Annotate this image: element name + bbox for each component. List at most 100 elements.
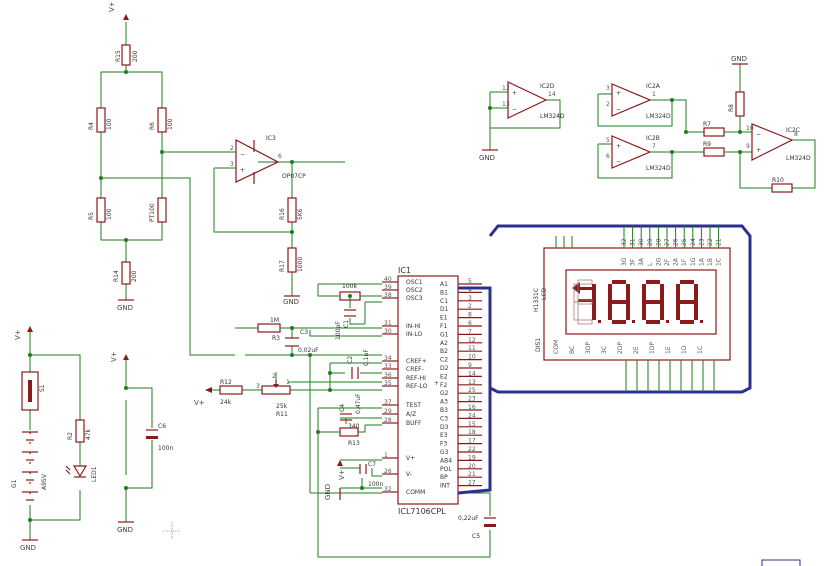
ic1-pin-number: 6: [468, 320, 472, 327]
resistor-r13: R2 47k: [67, 419, 92, 443]
ic1-pin-name: COMM: [406, 489, 425, 496]
svg-text:3: 3: [606, 85, 610, 92]
svg-text:3: 3: [230, 161, 234, 168]
opamp-ic2a: + − 3 2 1 IC2A LM324D: [606, 83, 671, 120]
resistor-r9: R9: [703, 141, 725, 157]
svg-text:1M: 1M: [270, 317, 279, 324]
svg-text:100: 100: [106, 118, 113, 130]
resistor-r1: 100k: [339, 283, 361, 301]
resistor-r4: R4 100: [88, 107, 113, 133]
svg-text:IC2A: IC2A: [646, 83, 661, 90]
ic1-pin-name: F2: [440, 382, 447, 389]
svg-text:0,1uF: 0,1uF: [363, 349, 370, 366]
ic1-pin-number: 21: [468, 471, 476, 478]
svg-text:R17: R17: [279, 260, 286, 272]
lcd-minus-segment: [578, 299, 592, 302]
svg-text:100pF: 100pF: [335, 321, 342, 340]
svg-text:IC2D: IC2D: [540, 83, 555, 90]
lcd-pin-label: 3DP: [585, 342, 592, 354]
opamp-ic3: − + 2 3 6 IC3 OP07CP: [230, 135, 306, 184]
lcd-segment: [577, 319, 593, 325]
ic1-pin-name: OSC2: [406, 287, 423, 294]
ic1-right-pins: 5A14B13C12D18E16F17G112A211B210C29D214E2…: [440, 278, 482, 490]
vplus-label: V+: [108, 1, 116, 12]
ic1-pin-name: TEST: [405, 402, 421, 409]
lcd-pin-label: 3F: [630, 258, 637, 266]
lcd-segment: [646, 280, 660, 284]
svg-text:9: 9: [746, 143, 750, 150]
svg-text:5K6: 5K6: [297, 208, 304, 220]
ic1-pin-number: 30: [384, 328, 392, 335]
svg-text:+: +: [616, 90, 621, 97]
lcd-pin-label: 1B: [707, 258, 714, 266]
ic1-pin-name: CREF-: [406, 366, 424, 373]
gnd-label: GND: [324, 484, 332, 500]
resistor-r10: R10: [771, 177, 793, 193]
lcd-decimal-point: [700, 320, 703, 323]
svg-text:OP07CP: OP07CP: [282, 173, 306, 180]
capacitor-c5: 0,22uF C5: [458, 515, 496, 540]
ic1-pin-number: 3: [468, 295, 472, 302]
lcd-pin-number: 23: [698, 238, 705, 246]
ic1-pin-number: 23: [468, 396, 476, 403]
lcd-segment: [612, 300, 626, 304]
ic1-pin-number: 20: [468, 463, 476, 470]
resistor-r14: R14 200: [113, 261, 138, 285]
ic1-pin-number: 33: [384, 363, 392, 370]
lcd-decimal-point: [632, 320, 635, 323]
svg-text:R2: R2: [67, 432, 74, 440]
lcd-pin-label: 2A: [673, 257, 680, 266]
ic1-pin-number: 9: [468, 362, 472, 369]
vplus-label: V+: [338, 469, 346, 480]
ic1-pin-name: V+: [406, 455, 415, 462]
svg-text:3: 3: [256, 383, 260, 390]
lcd-digit: [608, 280, 635, 324]
gnd-label: GND: [117, 304, 133, 312]
lcd-label: LCD: [541, 287, 548, 300]
svg-text:100n: 100n: [158, 445, 173, 452]
lcd-pin-number: 30: [638, 238, 645, 246]
ic1-pin-number: 14: [468, 370, 476, 377]
svg-text:A9SV: A9SV: [41, 473, 48, 490]
ic1-pin-name: G1: [440, 331, 449, 338]
vplus-arrow-icon: [123, 354, 129, 360]
lcd-segment: [694, 302, 698, 320]
lcd-digit: [676, 280, 703, 324]
svg-text:S1: S1: [39, 384, 46, 392]
svg-text:C7: C7: [368, 461, 376, 468]
ic1-pin-name: F1: [440, 323, 447, 330]
lcd-pin-number: 21: [716, 238, 723, 246]
svg-text:C4: C4: [339, 404, 346, 412]
svg-text:−: −: [616, 158, 621, 165]
ic1-pin-name: G2: [440, 390, 449, 397]
ic1-ref: IC1: [398, 266, 411, 275]
resistor-r17: R17 1000: [279, 247, 304, 273]
potentiometer-r11: 3 2 1 25k R11: [256, 373, 291, 418]
ic1-pin-name: B2: [440, 348, 448, 355]
svg-text:1: 1: [286, 379, 290, 386]
gnd-label: GND: [20, 544, 36, 552]
ic1-pin-number: 7: [468, 328, 472, 335]
ic1-pin-number: 1: [384, 452, 388, 459]
svg-text:R6: R6: [149, 122, 156, 130]
svg-text:R7: R7: [703, 121, 711, 128]
lcd-segment: [660, 284, 664, 302]
led-led1: LED1: [65, 465, 98, 482]
resistor-r12: R12 24k: [219, 379, 243, 406]
svg-text:+: +: [240, 167, 245, 174]
lcd-pin-number: 31: [630, 238, 637, 246]
ic1-pin-number: 12: [468, 337, 476, 344]
lcd-segment: [676, 302, 680, 320]
ic1-pin-name: AB4: [440, 457, 452, 464]
svg-text:8: 8: [794, 131, 798, 138]
lcd-segment: [642, 302, 646, 320]
svg-text:R13: R13: [348, 440, 360, 447]
ic1-pin-name: C2: [440, 357, 448, 364]
lcd-pin-label: 1E: [665, 346, 672, 354]
svg-text:IC2B: IC2B: [646, 135, 660, 142]
ic1-pin-name: E1: [440, 315, 448, 322]
ic1-pin-name: G3: [440, 449, 449, 456]
svg-text:R9: R9: [703, 141, 711, 148]
